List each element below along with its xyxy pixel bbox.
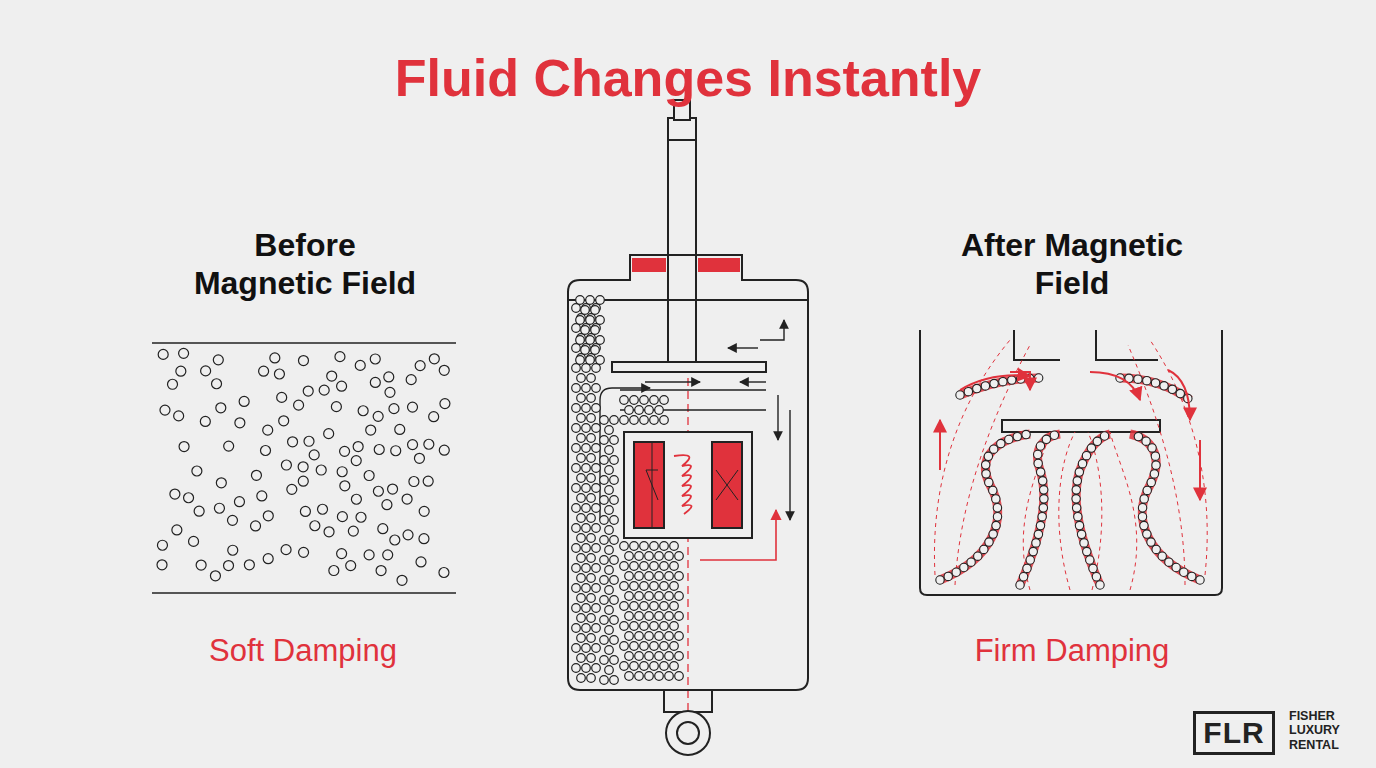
fluid-panel-after (920, 330, 1222, 595)
damping-label: Soft Damping (143, 632, 463, 669)
damping-label: Firm Damping (912, 632, 1232, 669)
fluid-panel-before (152, 343, 456, 593)
logo-text: FLR (1203, 716, 1264, 750)
title: Fluid Changes Instantly (188, 48, 1188, 108)
panel-heading: After Magnetic Field (922, 226, 1222, 303)
logo-box: FLR (1193, 711, 1275, 755)
damper-cutaway (568, 92, 808, 755)
brand-name: FISHER LUXURY RENTAL (1289, 709, 1367, 752)
panel-heading: Before Magnetic Field (155, 226, 455, 303)
